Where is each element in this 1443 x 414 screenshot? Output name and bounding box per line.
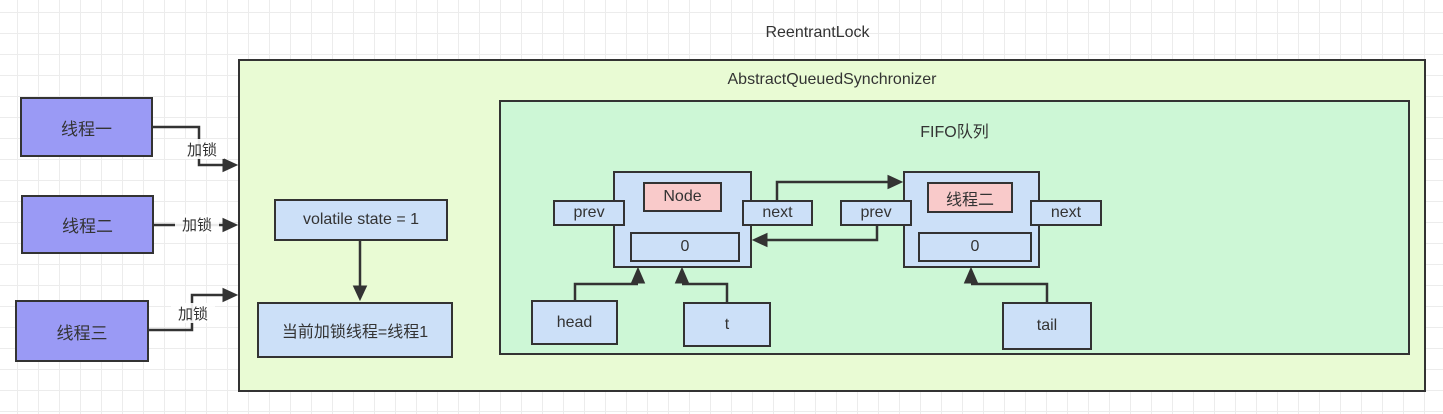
state-box: volatile state = 1: [274, 199, 448, 241]
queue-node-1-title: Node: [643, 182, 722, 212]
thread-box-3: 线程三: [15, 300, 149, 362]
lock-edge-label-2: 加锁: [175, 214, 219, 234]
queue-node-1-next-tab: next: [742, 200, 813, 226]
queue-node-2-value-box: 0: [918, 232, 1032, 262]
head-pointer-box: head: [531, 300, 618, 345]
queue-node-2-prev-tab: prev: [840, 200, 912, 226]
owner-box: 当前加锁线程=线程1: [257, 302, 453, 358]
lock-edge-label-3: 加锁: [171, 303, 215, 323]
queue-node-1-prev-tab: prev: [553, 200, 625, 226]
tail-pointer-box: tail: [1002, 302, 1092, 350]
queue-node-2-next-tab: next: [1030, 200, 1102, 226]
thread-box-2: 线程二: [21, 195, 154, 254]
fifo-queue-title: FIFO队列: [920, 124, 989, 141]
t-pointer-box: t: [683, 302, 771, 347]
queue-node-2-title: 线程二: [927, 182, 1013, 213]
queue-node-1-value-box: 0: [630, 232, 740, 262]
lock-edge-label-1: 加锁: [180, 139, 224, 159]
diagram-title: ReentrantLock: [765, 24, 870, 41]
thread-box-1: 线程一: [20, 97, 153, 157]
aqs-title: AbstractQueuedSynchronizer: [727, 71, 937, 88]
